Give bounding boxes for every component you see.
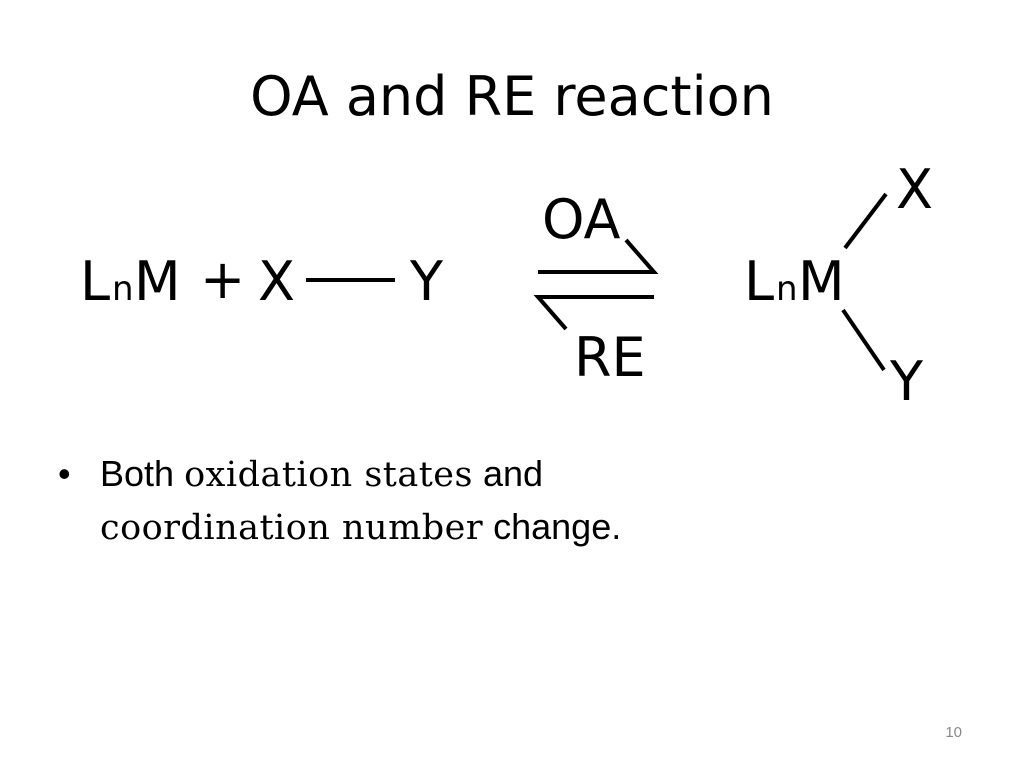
reaction-scheme: L n M + X Y OA RE L n M X Y xyxy=(80,160,933,413)
bullet-term-oxidation-states: oxidation states xyxy=(184,455,473,495)
product-ligand-L: L xyxy=(744,250,774,313)
product-ligand-n: n xyxy=(776,269,798,309)
reactant-metal-M: M xyxy=(134,250,181,313)
m-y-bond xyxy=(841,308,886,372)
bullet-item: • Both oxidation states and coordination… xyxy=(58,448,958,554)
page-number: 10 xyxy=(945,724,962,741)
plus-sign: + xyxy=(200,248,245,311)
product-metal-M: M xyxy=(798,250,845,313)
bullet-text: Both oxidation states and coordination n… xyxy=(100,448,621,554)
reagent-x: X xyxy=(258,250,295,313)
forward-label-oa: OA xyxy=(542,188,621,251)
bullet-term-coordination-number: coordination number xyxy=(100,508,484,548)
product-y: Y xyxy=(889,350,924,413)
slide-title: OA and RE reaction xyxy=(250,65,774,128)
reverse-label-re: RE xyxy=(574,326,646,389)
bullet-marker: • xyxy=(58,453,71,494)
bullet-text-part1: Both xyxy=(100,453,185,494)
product-x: X xyxy=(896,160,933,221)
reagent-y: Y xyxy=(409,250,444,313)
reactant-ligand-L: L xyxy=(80,250,110,313)
forward-arrow xyxy=(538,238,659,274)
bullet-list: • Both oxidation states and coordination… xyxy=(58,448,958,554)
bullet-text-part3: and xyxy=(472,453,544,494)
reactant-ligand-n: n xyxy=(112,269,134,309)
reverse-arrow xyxy=(533,295,654,331)
bullet-text-part5: change. xyxy=(483,506,622,547)
m-x-bond xyxy=(843,192,888,250)
